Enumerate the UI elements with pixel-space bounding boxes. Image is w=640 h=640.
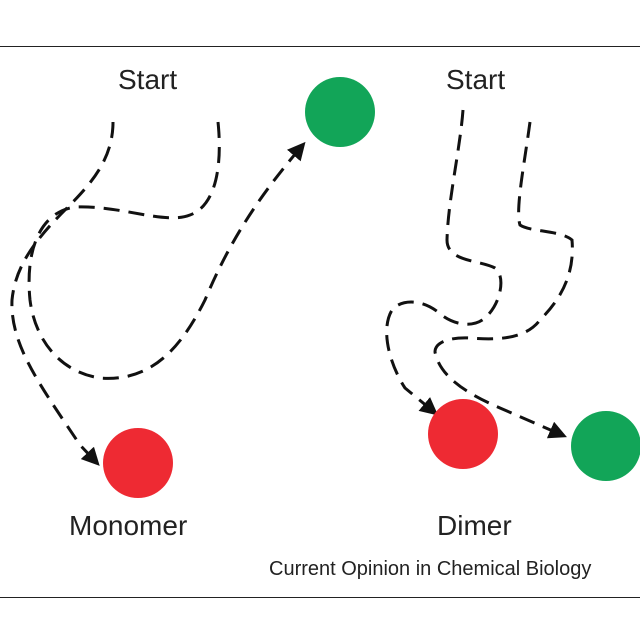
dimer-path-to-misfolded <box>385 109 503 416</box>
dimer-start-label: Start <box>446 64 506 95</box>
monomer-start-label: Start <box>118 64 178 95</box>
bottom-border-line <box>0 597 640 598</box>
dimer-green-circle <box>571 411 640 481</box>
monomer-pathways <box>10 121 306 466</box>
dimer-label: Dimer <box>437 510 512 541</box>
monomer-native-green-circle <box>305 77 375 147</box>
monomer-misfolded-red-circle <box>103 428 173 498</box>
dimer-red-circle <box>428 399 498 469</box>
top-border-line <box>0 46 640 47</box>
monomer-path-to-native <box>27 121 306 380</box>
journal-credit: Current Opinion in Chemical Biology <box>269 558 592 580</box>
dimer-path-to-native <box>433 121 574 439</box>
monomer-path-to-misfolded <box>10 121 115 466</box>
dimer-pathways <box>385 109 574 439</box>
monomer-label: Monomer <box>69 510 188 541</box>
